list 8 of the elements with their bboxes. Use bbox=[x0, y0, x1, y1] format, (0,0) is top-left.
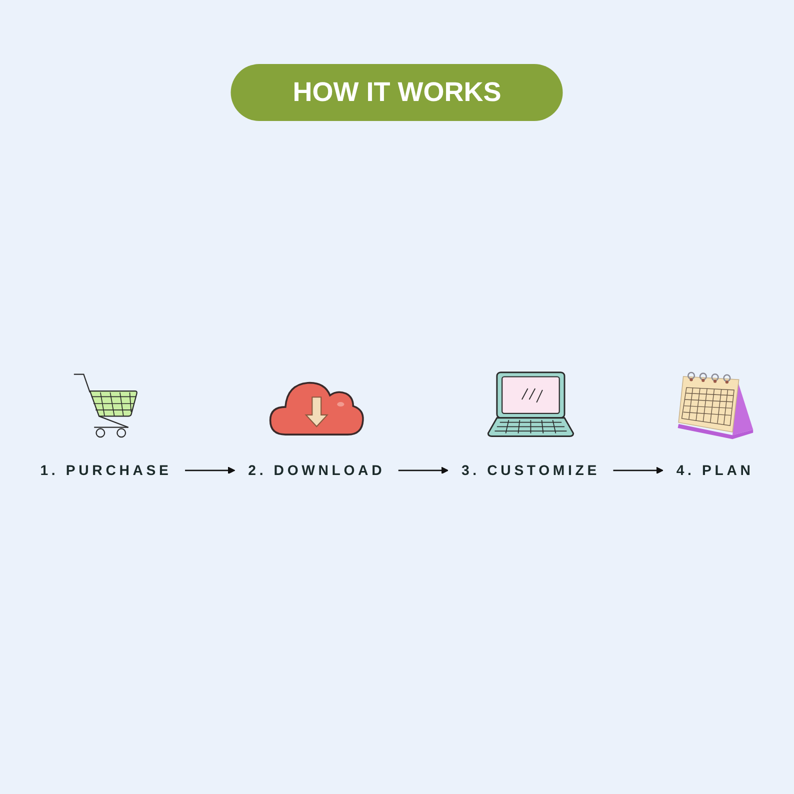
arrow bbox=[398, 466, 449, 474]
step-label: 1. PURCHASE bbox=[40, 462, 172, 478]
arrow bbox=[185, 466, 236, 474]
step-label: 2. DOWNLOAD bbox=[248, 462, 386, 478]
arrow bbox=[613, 466, 664, 474]
step-label: 3. CUSTOMIZE bbox=[462, 462, 600, 478]
step-label: 4. PLAN bbox=[676, 462, 754, 478]
title-banner: HOW IT WORKS bbox=[230, 64, 564, 121]
